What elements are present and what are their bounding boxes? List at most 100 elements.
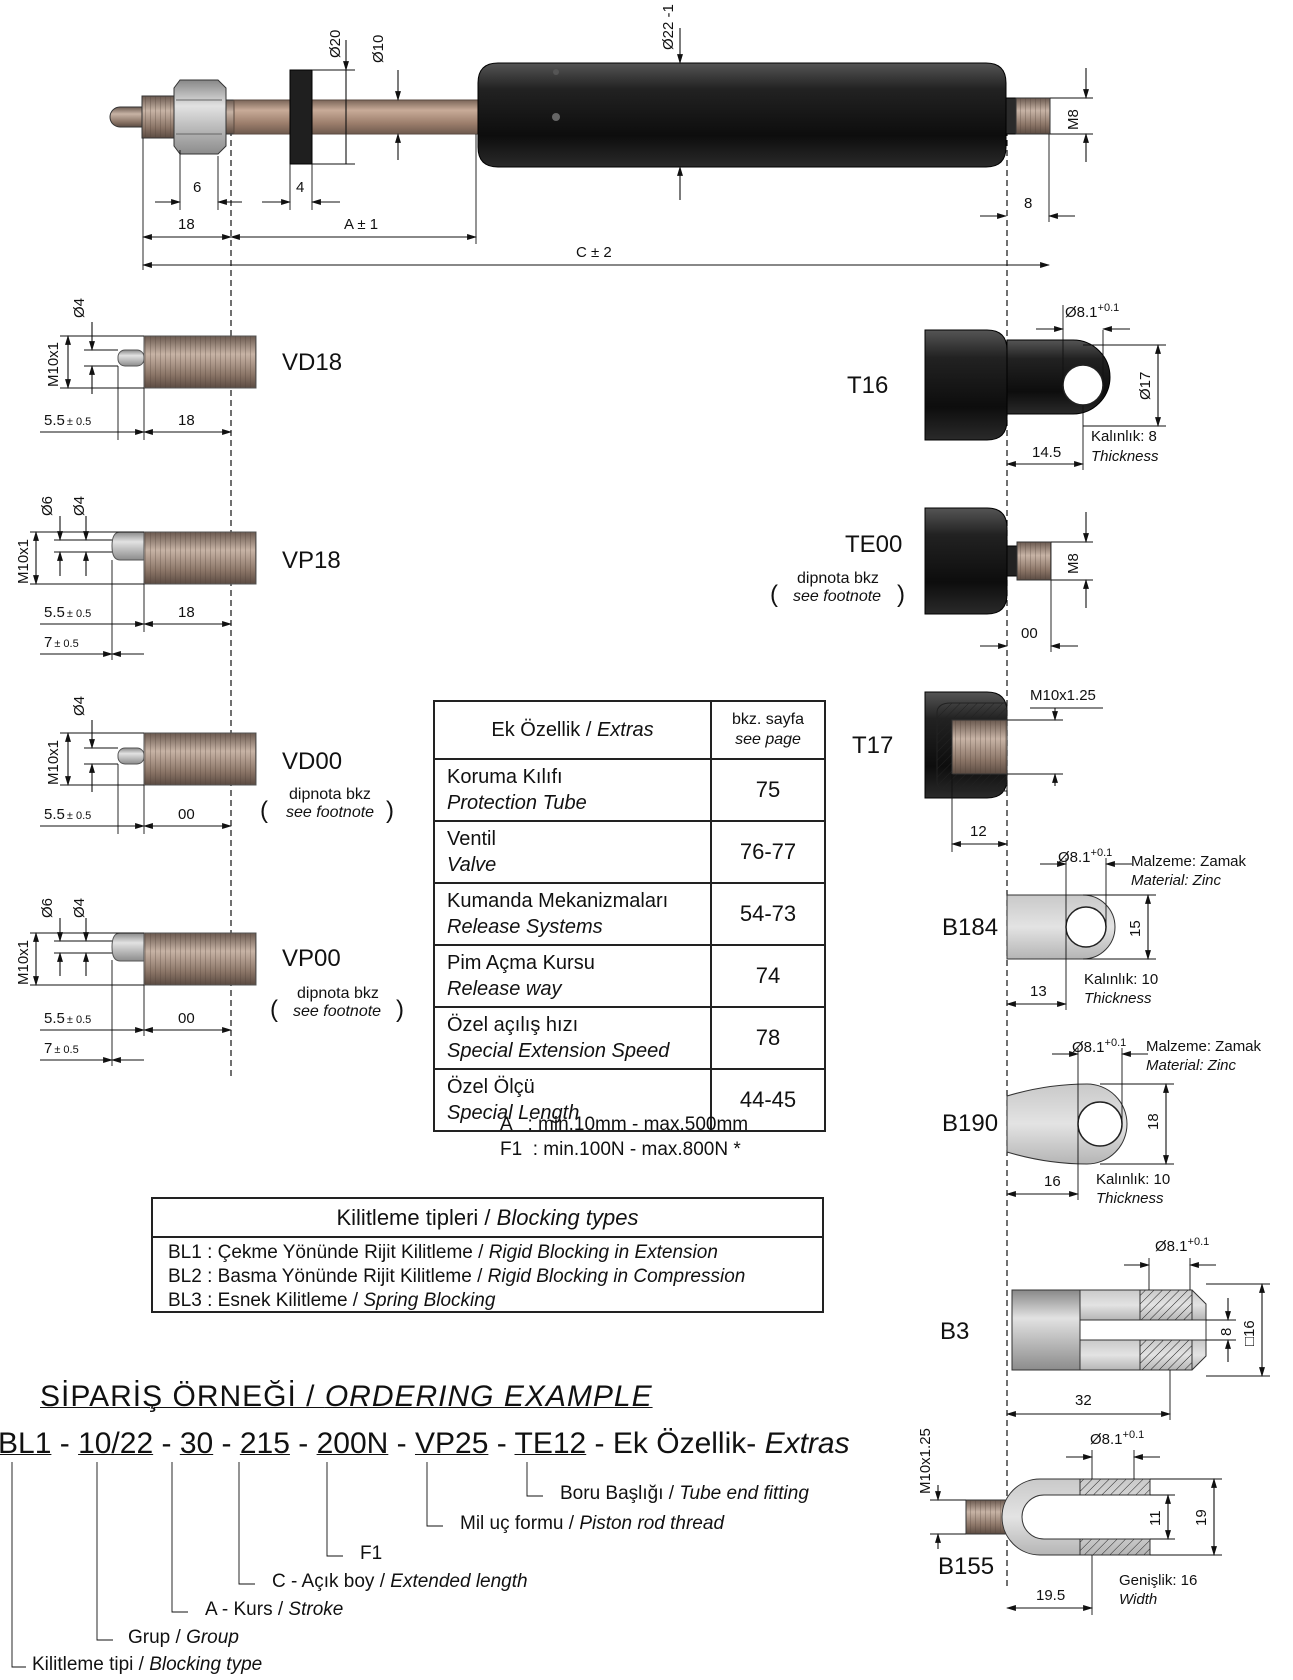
te00-thread: M8 [1065,553,1082,574]
extras-header-name: Ek Özellik / Extras [433,700,712,760]
vp18-len2: 7± 0.5 [44,634,79,651]
blocking-row: BL1 : Çekme Yönünde Rijit Kilitleme / Ri… [168,1242,718,1263]
vd18-label: VD18 [282,349,342,376]
vp18-pin4: Ø4 [71,496,88,516]
legend-length: C - Açık boy / Extended length [272,1571,528,1592]
b184-thick1: Kalınlık: 10 [1084,971,1158,988]
vd18-pin: Ø4 [71,298,88,318]
vp00-note2: see footnote [293,1003,381,1020]
vd00-note1: dipnota bkz [289,786,371,803]
vp00-body: 00 [178,1010,195,1027]
vd00-note2: see footnote [286,804,374,821]
vp18-pin6: Ø6 [39,496,56,516]
t17-label: T17 [852,732,893,759]
ordering-leaders [11,1462,543,1668]
dim-d20: Ø20 [327,30,344,58]
rod-end-vp18: M10x1 Ø6 Ø4 5.5± 0.5 18 7± 0.5 VP18 [15,496,341,660]
t16-hole [1062,364,1104,406]
t16-thick2: Thickness [1091,448,1159,465]
b3-slot: 8 [1218,1328,1235,1336]
vp00-pin4: Ø4 [71,898,88,918]
ordering-code: BL1 - 10/22 - 30 - 215 - 200N - VP25 - T… [0,1427,850,1460]
b184-len: 13 [1030,983,1047,1000]
vp00-pin6: Ø6 [39,898,56,918]
blocking-types-box: Kilitleme tipleri / Blocking types BL1 :… [151,1197,824,1313]
t16-len: 14.5 [1032,444,1061,461]
vd18-thread: M10x1 [45,342,62,387]
te00-len: 00 [1021,625,1038,642]
gas-spring-main [109,62,1051,168]
te00-label: TE00 [845,531,902,558]
vd00-body: 00 [178,806,195,823]
tube-end-b190: Ø8.1+0.1 18 16 Malzeme: Zamak Material: … [942,1037,1262,1207]
piston-rod [233,99,479,135]
legend-blocking: Kilitleme tipi / Blocking type [32,1654,263,1675]
b190-hole [1077,1101,1123,1147]
vp18-len: 5.5± 0.5 [44,604,91,621]
dim-18: 18 [178,216,195,233]
te00-note1: dipnota bkz [797,570,879,587]
pressure-tube [477,62,1007,168]
dim-m8: M8 [1065,109,1082,130]
b190-thick2: Thickness [1096,1190,1164,1207]
vp00-label: VP00 [282,945,341,972]
svg-text:): ) [396,996,404,1023]
range-f1: F1 : min.100N - max.800N * [500,1139,741,1160]
b184-hole [1065,906,1107,948]
b190-label: B190 [942,1110,998,1137]
b155-width2: Width [1119,1591,1157,1608]
t16-label: T16 [847,372,888,399]
b184-mat2: Material: Zinc [1131,872,1222,889]
vp18-label: VP18 [282,547,341,574]
svg-text:(: ( [770,581,778,608]
svg-text:): ) [386,797,394,824]
tube-end-b184: Ø8.1+0.1 15 13 Malzeme: Zamak Material: … [942,847,1247,1010]
b155-outer: 19 [1193,1509,1210,1526]
dim-d10: Ø10 [370,35,387,63]
washer [289,69,313,165]
b184-mat1: Malzeme: Zamak [1131,853,1247,870]
vd00-thread: M10x1 [45,740,62,785]
dim-d22: Ø22 -1 [660,4,677,50]
vd18-len: 5.5± 0.5 [44,412,91,429]
ranges-note: A : min.10mm - max.500mm F1 : min.100N -… [500,1112,748,1162]
dim-c: C ± 2 [576,244,612,261]
te00-note2: see footnote [793,588,881,605]
rod-end-vd18: M10x1 Ø4 5.5± 0.5 18 VD18 [40,298,342,440]
b155-thread: M10x1.25 [917,1428,934,1494]
b184-label: B184 [942,914,998,941]
vp00-note1: dipnota bkz [297,985,379,1002]
b190-len: 16 [1044,1173,1061,1190]
t17-thread: M10x1.25 [1030,687,1096,704]
legend-rod-thread: Mil uç formu / Piston rod thread [460,1513,725,1534]
vd18-body: 18 [178,412,195,429]
tube-end-te00: M8 00 TE00 ( dipnota bkz see footnote ) [770,507,1093,652]
vp18-body: 18 [178,604,195,621]
b190-hole-dim: Ø8.1+0.1 [1072,1037,1126,1056]
blocking-row: BL3 : Esnek Kilitleme / Spring Blocking [168,1290,496,1311]
blocking-title: Kilitleme tipleri / Blocking types [153,1199,822,1238]
b155-width1: Genişlik: 16 [1119,1572,1197,1589]
b3-len: 32 [1075,1392,1092,1409]
vp00-thread: M10x1 [15,940,32,985]
hex-nut [173,79,227,155]
dim-6: 6 [193,179,201,196]
legend-tube-end: Boru Başlığı / Tube end fitting [560,1483,809,1504]
legend-f1: F1 [360,1543,383,1564]
dim-8: 8 [1024,195,1032,212]
legend-group: Grup / Group [128,1627,239,1648]
b155-hole-dim: Ø8.1+0.1 [1090,1429,1144,1448]
b155-inner: 11 [1147,1510,1164,1526]
vp18-thread: M10x1 [15,539,32,584]
b184-h: 15 [1127,920,1144,937]
b190-thick1: Kalınlık: 10 [1096,1171,1170,1188]
vp00-len: 5.5± 0.5 [44,1010,91,1027]
dim-a: A ± 1 [344,216,378,233]
range-a: A : min.10mm - max.500mm [500,1114,749,1135]
